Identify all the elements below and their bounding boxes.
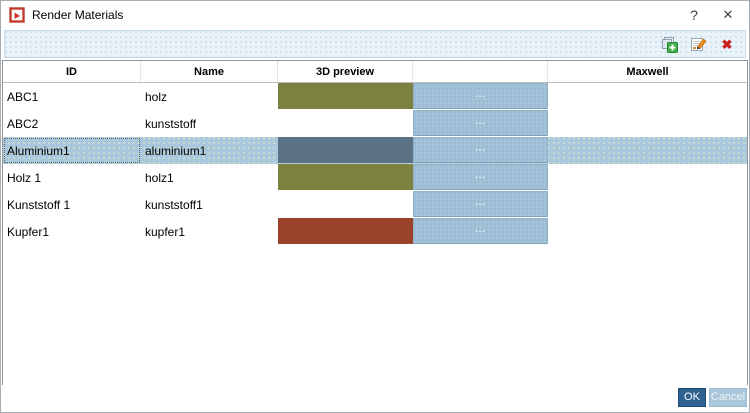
browse-material-button[interactable]: ... (413, 191, 548, 217)
add-material-button[interactable] (659, 35, 679, 53)
cell-preview (278, 164, 413, 191)
column-header-action[interactable] (413, 61, 548, 82)
material-preview-swatch (278, 164, 413, 190)
cell-action: ... (413, 137, 548, 164)
cell-action: ... (413, 164, 548, 191)
cell-action: ... (413, 191, 548, 218)
cell-id: Kunststoff 1 (7, 197, 71, 212)
table-row[interactable]: Kunststoff 1 kunststoff1 ... (3, 191, 747, 218)
table-row[interactable]: ABC2 kunststoff ... (3, 110, 747, 137)
material-preview-swatch (278, 83, 413, 109)
browse-material-button[interactable]: ... (413, 218, 548, 244)
cell-name: aluminium1 (145, 143, 207, 158)
cell-action: ... (413, 83, 548, 110)
title-bar: Render Materials ? ✕ (1, 1, 749, 29)
material-preview-swatch (278, 218, 413, 244)
cell-preview (278, 110, 413, 137)
cell-maxwell (548, 110, 747, 137)
cell-maxwell (548, 137, 747, 164)
browse-material-button[interactable]: ... (413, 110, 548, 136)
cell-name: holz (145, 89, 168, 104)
table-row[interactable]: ABC1 holz ... (3, 83, 747, 110)
footer-bar: OK Cancel (1, 385, 749, 412)
column-header-name[interactable]: Name (141, 61, 278, 82)
cell-maxwell (548, 191, 747, 218)
cell-preview (278, 83, 413, 110)
column-header-preview[interactable]: 3D preview (278, 61, 413, 82)
cell-preview (278, 191, 413, 218)
toolbar: ✖ (4, 30, 746, 58)
add-material-icon (662, 36, 678, 53)
cell-name: kunststoff (145, 116, 197, 131)
materials-table: ID Name 3D preview Maxwell ABC1 holz ...… (2, 60, 748, 386)
edit-material-button[interactable] (688, 35, 708, 53)
browse-material-button[interactable]: ... (413, 164, 548, 190)
table-row[interactable]: Aluminium1 aluminium1 ... (3, 137, 747, 164)
cell-id: ABC2 (7, 116, 39, 131)
cell-name: kupfer1 (145, 224, 186, 239)
cell-name: holz1 (145, 170, 174, 185)
table-header: ID Name 3D preview Maxwell (3, 61, 747, 83)
material-preview-swatch (278, 110, 413, 136)
table-body: ABC1 holz ... ABC2 kunststoff ... Alumin… (3, 83, 747, 245)
cell-maxwell (548, 218, 747, 245)
cell-name: kunststoff1 (145, 197, 203, 212)
column-header-maxwell[interactable]: Maxwell (548, 61, 747, 82)
cell-id: Kupfer1 (7, 224, 50, 239)
cell-maxwell (548, 164, 747, 191)
delete-material-button[interactable]: ✖ (717, 35, 737, 53)
app-icon (9, 7, 25, 23)
material-preview-swatch (278, 191, 413, 217)
window-title: Render Materials (32, 8, 124, 22)
cell-preview (278, 137, 413, 164)
cell-preview (278, 218, 413, 245)
cell-id: Holz 1 (7, 170, 42, 185)
help-button[interactable]: ? (690, 7, 698, 23)
cell-id: ABC1 (7, 89, 39, 104)
column-header-id[interactable]: ID (3, 61, 141, 82)
delete-material-icon: ✖ (721, 36, 733, 52)
cell-id: Aluminium1 (3, 137, 141, 164)
table-row[interactable]: Holz 1 holz1 ... (3, 164, 747, 191)
cell-action: ... (413, 110, 548, 137)
cell-action: ... (413, 218, 548, 245)
edit-material-icon (691, 38, 707, 51)
cell-maxwell (548, 83, 747, 110)
cancel-button[interactable]: Cancel (709, 387, 747, 407)
material-preview-swatch (278, 137, 413, 163)
close-button[interactable]: ✕ (722, 7, 734, 22)
browse-material-button[interactable]: ... (413, 137, 548, 163)
ok-button[interactable]: OK (678, 387, 706, 407)
browse-material-button[interactable]: ... (413, 83, 548, 109)
toolbar-wrap: ✖ (1, 29, 749, 60)
table-row[interactable]: Kupfer1 kupfer1 ... (3, 218, 747, 245)
